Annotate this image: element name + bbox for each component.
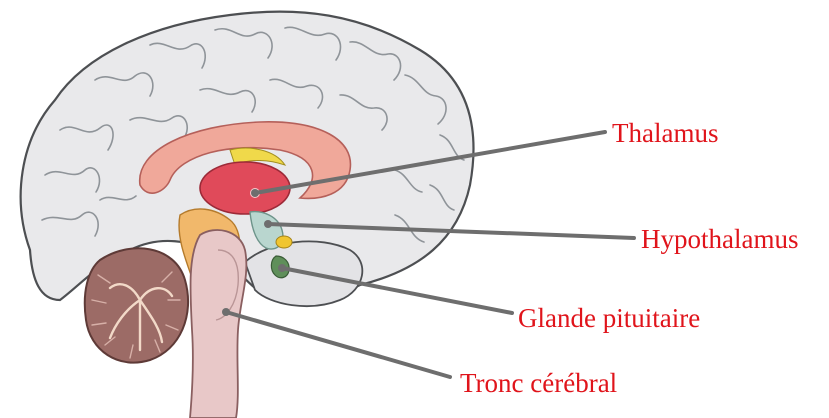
label-brainstem: Tronc cérébral [460, 368, 617, 398]
labels: Thalamus Hypothalamus Glande pituitaire … [460, 118, 798, 398]
cerebellum [85, 248, 188, 362]
endpoint-hypothalamus [264, 220, 272, 228]
cerebellum-body [85, 248, 188, 362]
endpoint-pituitary [278, 264, 286, 272]
endpoint-thalamus [251, 189, 259, 197]
endpoint-brainstem [222, 308, 230, 316]
brainstem [190, 230, 246, 418]
label-thalamus: Thalamus [612, 118, 718, 148]
leader-brainstem [226, 312, 450, 377]
label-hypothalamus: Hypothalamus [641, 224, 798, 254]
label-pituitary: Glande pituitaire [518, 303, 700, 333]
mammillary-body [276, 236, 292, 248]
